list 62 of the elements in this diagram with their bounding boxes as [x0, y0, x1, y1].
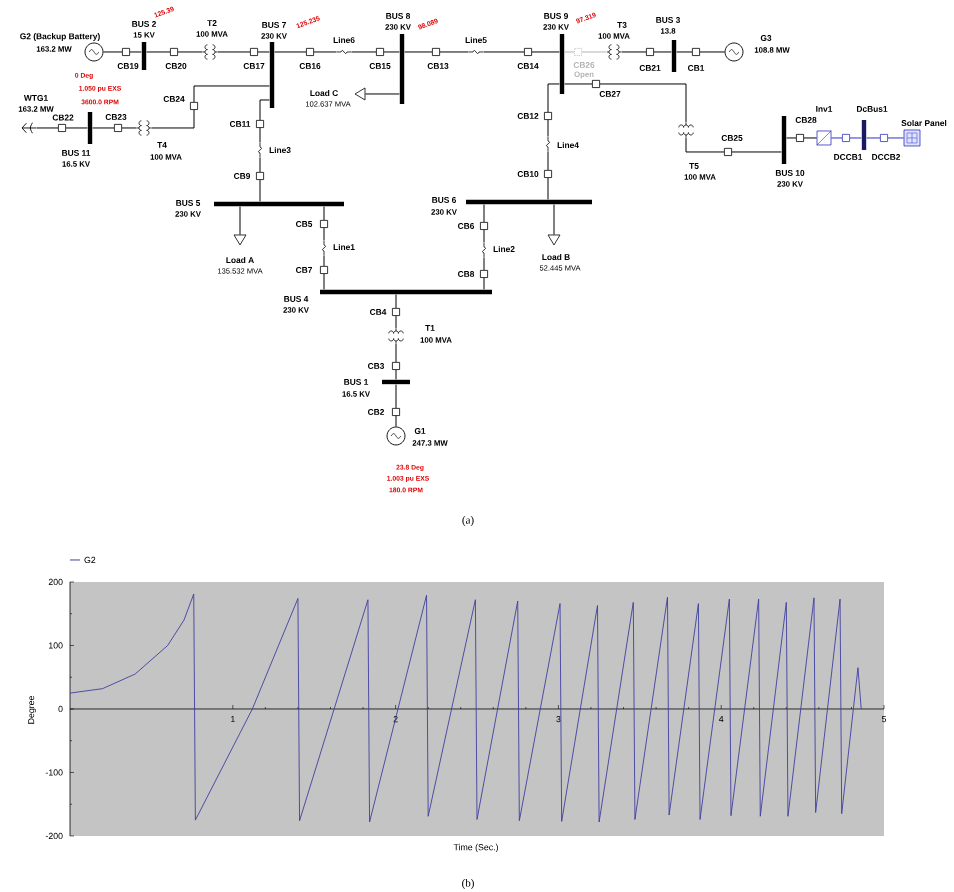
- wire: [364, 93, 400, 95]
- wire: [65, 127, 88, 129]
- wire: [259, 99, 270, 121]
- wire: [564, 51, 575, 53]
- wire: [564, 83, 593, 85]
- wire: [581, 51, 608, 53]
- wire: [553, 204, 555, 236]
- wire: [239, 206, 241, 236]
- wire: [323, 273, 325, 290]
- wire: [395, 384, 397, 409]
- wire: [599, 83, 687, 124]
- wire: [653, 51, 672, 53]
- wire: [547, 177, 549, 200]
- wire: [350, 51, 377, 53]
- wire: [685, 136, 725, 153]
- wire: [830, 137, 843, 139]
- wire: [383, 51, 400, 53]
- wire: [395, 315, 397, 330]
- wire: [313, 51, 338, 53]
- wire: [786, 137, 797, 139]
- wire: [323, 206, 325, 221]
- wire: [547, 119, 549, 138]
- wire: [121, 127, 138, 129]
- wire: [483, 229, 485, 244]
- wire: [676, 51, 693, 53]
- wire: [547, 83, 560, 113]
- wire: [323, 254, 325, 267]
- wire: [531, 51, 560, 53]
- wire: [395, 342, 397, 363]
- wire: [620, 51, 647, 53]
- wire: [395, 369, 397, 380]
- wire: [866, 137, 881, 139]
- wire: [257, 51, 270, 53]
- wire: [395, 415, 397, 428]
- wire: [439, 51, 470, 53]
- wire: [129, 51, 142, 53]
- line-series: [70, 593, 862, 823]
- wire: [849, 137, 862, 139]
- wire: [699, 51, 726, 53]
- wire: [482, 51, 525, 53]
- wire: [35, 127, 59, 129]
- wire: [216, 51, 251, 53]
- wire: [803, 137, 818, 139]
- wire: [274, 51, 307, 53]
- wire: [150, 109, 195, 129]
- wire: [323, 227, 325, 242]
- wire: [547, 150, 549, 171]
- wire: [483, 204, 485, 223]
- wire: [483, 277, 485, 290]
- wire: [483, 256, 485, 271]
- wire: [259, 179, 261, 202]
- wire: [731, 151, 782, 153]
- wire: [177, 51, 204, 53]
- wire: [102, 51, 123, 53]
- wire: [887, 137, 905, 139]
- wire: [193, 85, 270, 103]
- wire: [259, 156, 261, 173]
- wire: [395, 294, 397, 309]
- wire: [92, 127, 115, 129]
- wire: [146, 51, 171, 53]
- wire: [259, 127, 261, 144]
- wire: [404, 51, 433, 53]
